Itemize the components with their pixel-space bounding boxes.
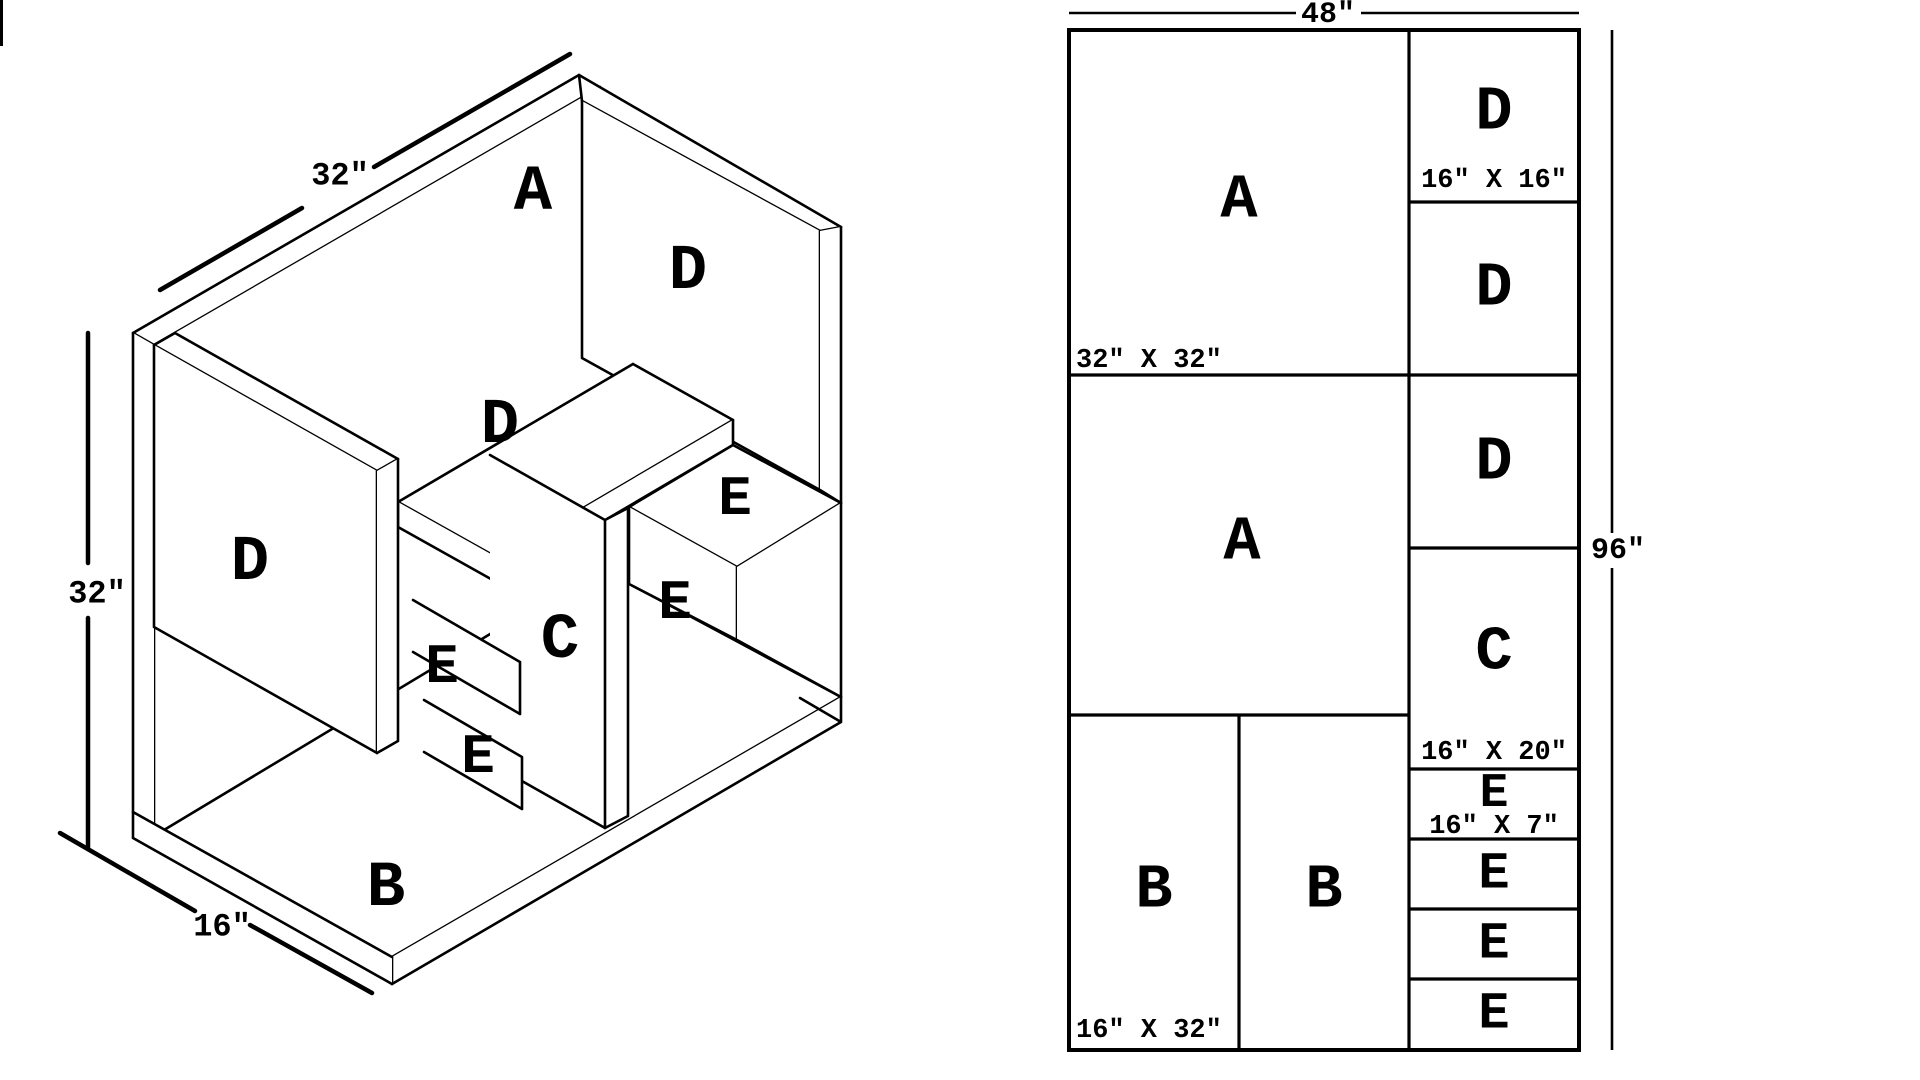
right-wall-front-edge — [818, 225, 843, 505]
piece-label-e4: E — [1478, 985, 1509, 1044]
piece-dim-a1: 32" X 32" — [1076, 346, 1222, 376]
part-label-d-right: D — [669, 236, 707, 308]
piece-label-e3: E — [1478, 915, 1509, 974]
part-label-e-mid: E — [425, 635, 459, 699]
dim-height-32: 32" — [68, 330, 126, 851]
piece-dim-b1: 16" X 32" — [1076, 1016, 1222, 1046]
spacer-wall-upper-edges — [411, 598, 522, 716]
left-wall-outer-face-face — [154, 345, 377, 753]
left-wall-outer-face — [152, 343, 379, 755]
spacer-wall-lower-edges — [422, 698, 524, 811]
part-label-d-left: D — [231, 527, 269, 599]
sheet-dim-48: 48" — [1069, 0, 1579, 32]
dim-width-32: 32" — [157, 51, 573, 293]
divider-front-edge-edges — [603, 506, 630, 830]
left-wall-front-edge-face — [377, 459, 398, 753]
mid-shelf-left-edge-face — [398, 502, 498, 583]
piece-dim-e1: 16" X 7" — [1429, 812, 1559, 842]
piece-label-d2: D — [1475, 253, 1512, 324]
spacer-wall-upper — [411, 598, 522, 716]
piece-label-d3: D — [1475, 427, 1512, 498]
piece-label-b2: B — [1305, 855, 1342, 926]
right-wall-inner-face-face — [582, 101, 820, 490]
bottom-panel-front-edge-face — [392, 697, 841, 984]
back-panel-left-edge — [131, 331, 154, 824]
dim-depth-16: 16" — [57, 830, 375, 996]
left-wall-front-edge-edges — [375, 457, 400, 755]
piece-label-a1: A — [1220, 165, 1258, 236]
dim-width-32-line — [157, 51, 573, 293]
piece-label-d1: D — [1475, 77, 1512, 148]
mid-shelf-top-face-face — [398, 364, 733, 558]
mid-shelf-top-face — [396, 362, 735, 560]
part-label-d-shelf: D — [481, 390, 519, 462]
part-label-e-top: E — [718, 467, 752, 531]
part-label-c: C — [541, 605, 579, 677]
spacer-block-left-face-face — [629, 507, 737, 640]
spacer-block-top-face — [627, 443, 843, 569]
spacer-block-right-face-face — [737, 503, 841, 697]
sheet-dim-96-text: 96" — [1591, 534, 1645, 568]
dim-depth-16-line — [57, 830, 375, 996]
left-wall-top-edge-edges — [152, 331, 400, 473]
dim-depth-16-text: 16" — [193, 909, 251, 946]
piece-label-b1: B — [1135, 855, 1172, 926]
back-panel-left-edge-face — [133, 333, 154, 824]
spacer-wall-lower — [422, 698, 524, 811]
divider-front-edge — [603, 506, 630, 830]
sheet-outline — [1067, 28, 1581, 1052]
left-wall-top-edge-face — [154, 333, 398, 471]
bottom-panel-left-edge-edges — [131, 810, 394, 986]
spacer-block-right-face-edges — [735, 501, 843, 699]
piece-dim-c: 16" X 20" — [1421, 738, 1567, 768]
piece-label-e1: E — [1480, 767, 1509, 821]
spacer-block-right-face — [735, 501, 843, 699]
right-wall-front-edge-face — [820, 227, 841, 503]
part-label-e-low: E — [461, 725, 495, 789]
piece-label-c: C — [1475, 617, 1512, 688]
piece-label-e2: E — [1478, 845, 1509, 904]
divider-front-edge-face — [605, 508, 628, 828]
spacer-wall-lower-face — [424, 700, 522, 809]
sheet-dim-48-text: 48" — [1301, 0, 1355, 32]
part-label-e-front: E — [658, 571, 692, 635]
left-wall-top-edge — [152, 331, 400, 473]
piece-dim-d1: 16" X 16" — [1421, 166, 1567, 196]
part-label-a-back: A — [514, 157, 553, 229]
mid-shelf-top-face-edges — [396, 362, 735, 560]
part-label-b: B — [367, 853, 405, 925]
bottom-panel-left-edge — [131, 810, 394, 986]
spacer-block-top-face-edges — [627, 443, 843, 569]
dim-width-32-text: 32" — [311, 158, 369, 195]
bottom-panel-left-edge-face — [133, 812, 392, 984]
back-panel-top-edge-face — [133, 75, 600, 345]
left-wall-front-edge — [375, 457, 400, 755]
piece-label-a2: A — [1223, 507, 1261, 578]
spacer-wall-upper-face — [413, 600, 520, 714]
sheet-dim-96: 96" — [1591, 30, 1645, 1050]
divider-left-face-face — [490, 455, 605, 828]
dim-height-32-text: 32" — [68, 576, 126, 613]
